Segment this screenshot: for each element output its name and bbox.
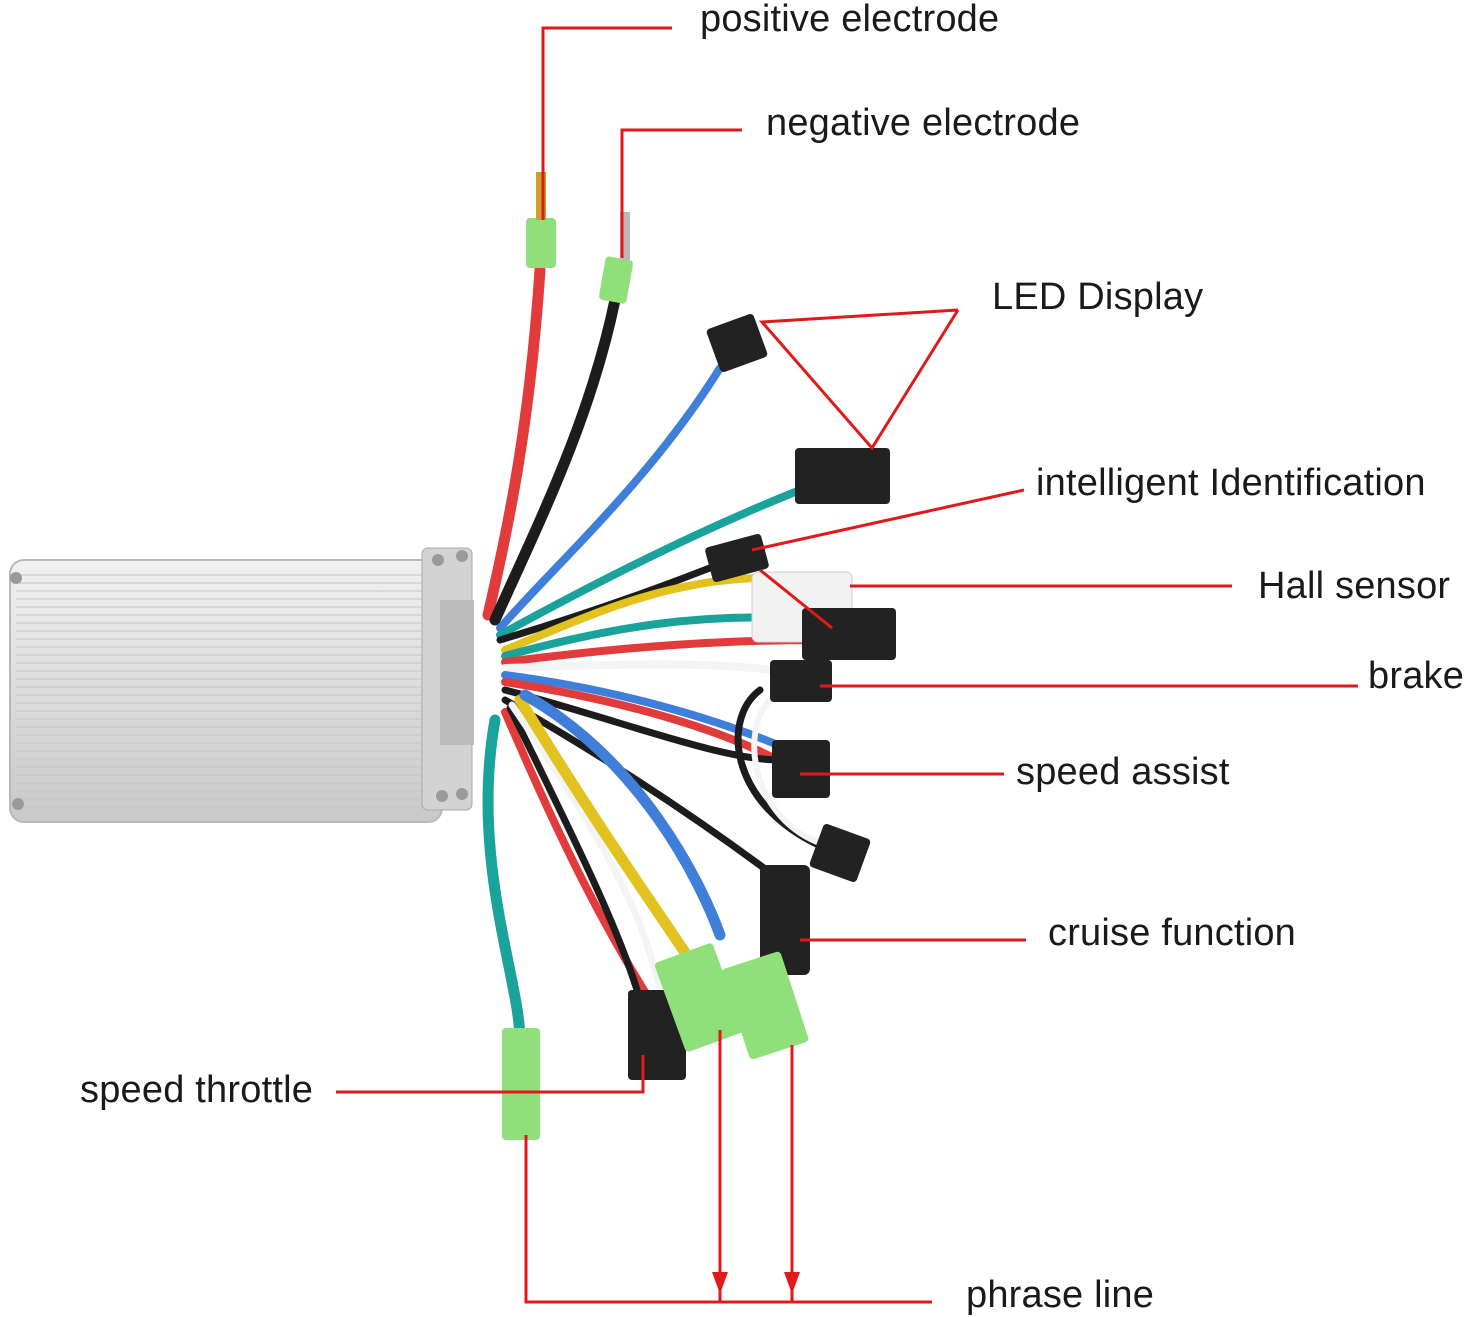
connector-phase-2 xyxy=(654,943,744,1052)
label-speed-throttle: speed throttle xyxy=(80,1069,314,1111)
connector-led-2 xyxy=(795,448,890,504)
label-brake: brake xyxy=(1368,655,1465,697)
leader-throttle xyxy=(336,1055,645,1094)
label-negative-electrode: negative electrode xyxy=(766,102,1081,144)
controller-box xyxy=(9,547,474,823)
connectors xyxy=(502,172,896,1140)
connector-intelligent xyxy=(705,534,769,582)
label-speed-assist: speed assist xyxy=(1016,751,1230,793)
label-led-display: LED Display xyxy=(992,276,1204,318)
connector-speed-assist xyxy=(772,740,830,798)
label-positive-electrode: positive electrode xyxy=(700,0,1000,40)
leader-lines xyxy=(336,26,1358,1304)
connector-phase-3 xyxy=(722,951,809,1060)
connector-negative xyxy=(599,256,633,304)
connector-brake xyxy=(770,660,832,702)
arrowheads xyxy=(712,1272,800,1294)
connector-positive xyxy=(526,218,556,268)
label-hall-sensor: Hall sensor xyxy=(1258,565,1451,607)
leader-led xyxy=(758,308,960,451)
leader-negative xyxy=(620,128,742,258)
leader-intelligent xyxy=(751,488,1025,552)
leader-hall-diag xyxy=(759,568,833,630)
label-intelligent-identification: intelligent Identification xyxy=(1036,462,1426,504)
leader-positive xyxy=(541,26,672,220)
connector-phase-1 xyxy=(502,1028,540,1140)
label-cruise-function: cruise function xyxy=(1048,912,1297,954)
leader-phrase xyxy=(524,1135,932,1304)
connector-cruise xyxy=(760,865,810,975)
label-phrase-line: phrase line xyxy=(966,1274,1155,1316)
connector-led-1 xyxy=(706,313,768,373)
